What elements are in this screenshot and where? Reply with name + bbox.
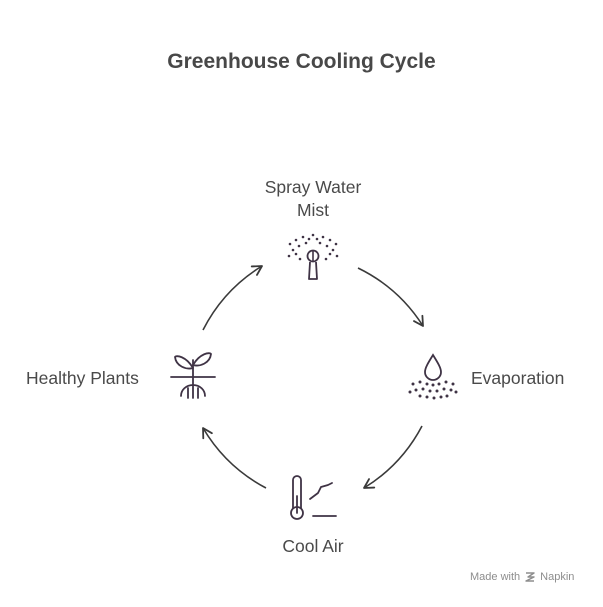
- node-label-evaporation: Evaporation: [471, 368, 565, 388]
- arrow-evaporation-to-cool-air: [363, 425, 423, 489]
- node-label-line: Spray Water: [264, 177, 362, 197]
- node-label-healthy-plants: Healthy Plants: [26, 368, 139, 388]
- sprinkler-icon: [287, 233, 339, 280]
- arrow-plants-to-mist: [202, 265, 263, 331]
- arrow-cool-air-to-plants: [202, 427, 267, 489]
- thermometer-icon: [290, 475, 337, 520]
- node-label-line: Mist: [296, 200, 330, 220]
- diagram-title: Greenhouse Cooling Cycle: [167, 50, 436, 73]
- water-drop-icon: [408, 353, 458, 400]
- node-label-cool-air: Cool Air: [282, 536, 344, 556]
- napkin-logo-icon: [525, 572, 535, 582]
- arrow-mist-to-evaporation: [357, 267, 424, 327]
- sprout-icon: [170, 352, 216, 399]
- made-with-text: Made with: [470, 571, 521, 583]
- napkin-watermark: Made with Napkin: [470, 571, 574, 583]
- napkin-brand-text: Napkin: [540, 571, 575, 583]
- node-label-spray-water-mist: Spray Water Mist: [213, 176, 413, 222]
